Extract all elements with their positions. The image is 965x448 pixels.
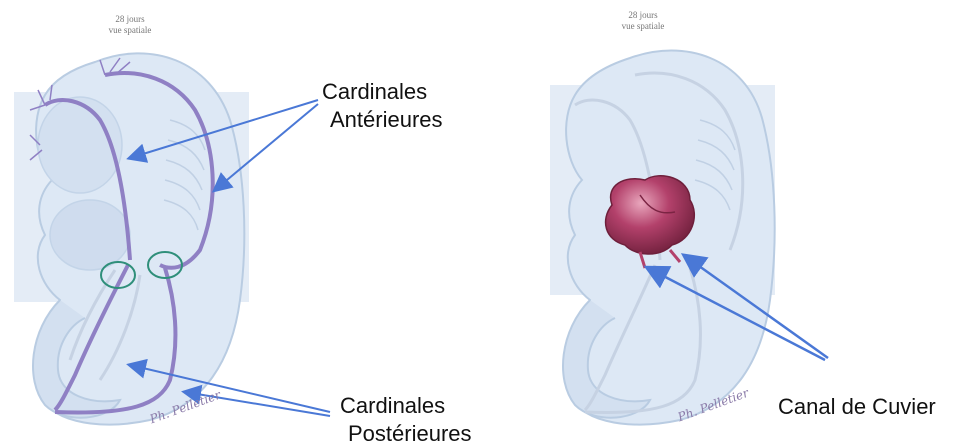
label-anterior-line2: Antérieures: [322, 106, 443, 134]
right-caption-line1: 28 jours: [583, 10, 703, 21]
left-heart-bulge: [50, 200, 130, 270]
label-posterior-line2: Postérieures: [340, 420, 472, 448]
label-posterior: Cardinales Postérieures: [340, 392, 472, 448]
right-embryo: [550, 51, 775, 425]
left-caption-line1: 28 jours: [70, 14, 190, 25]
label-anterior: Cardinales Antérieures: [322, 78, 443, 134]
left-embryo: [14, 53, 249, 424]
right-caption-line2: vue spatiale: [583, 21, 703, 32]
label-cuvier-text: Canal de Cuvier: [778, 393, 936, 421]
right-caption: 28 jours vue spatiale: [583, 10, 703, 32]
left-caption-line2: vue spatiale: [70, 25, 190, 36]
left-caption: 28 jours vue spatiale: [70, 14, 190, 36]
label-posterior-line1: Cardinales: [340, 392, 472, 420]
label-cuvier: Canal de Cuvier: [778, 393, 936, 421]
label-anterior-line1: Cardinales: [322, 78, 443, 106]
